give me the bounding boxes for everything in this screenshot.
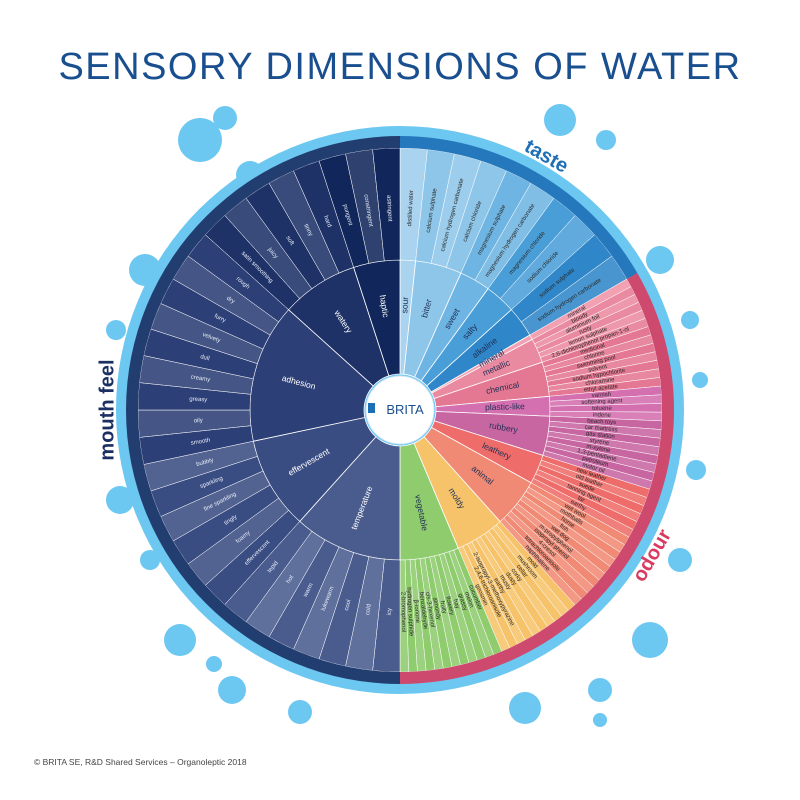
item-label: icy [387, 608, 393, 616]
group-label: plastic-like [485, 401, 525, 412]
item-label: solvent [588, 364, 608, 374]
splash-drop [106, 320, 126, 340]
item-label: tinny [302, 223, 313, 237]
item-label: hay [452, 599, 460, 610]
item-label: hydrogen sulphide [405, 587, 413, 637]
item-label: 2-bromophenol [399, 592, 406, 632]
splash-drop [288, 700, 312, 724]
item-label: ethyl acetate [584, 384, 619, 394]
splash-drop [129, 254, 161, 286]
item-label: fruity [438, 600, 447, 614]
item-label: soft [284, 235, 294, 247]
copyright-notice: © BRITA SE, R&D Shared Services – Organo… [34, 757, 247, 767]
splash-drop [106, 486, 134, 514]
item-label: beach toys [587, 418, 616, 426]
category-label: mouth feel [96, 359, 118, 460]
brand-logo: BRITA [365, 375, 435, 445]
splash-drop [686, 460, 706, 480]
splash-drop [646, 246, 674, 274]
item-label: softening agent [581, 398, 623, 406]
item-label: styrene [589, 438, 610, 447]
splash-drop [692, 372, 708, 388]
item-label: smooth [190, 438, 210, 447]
splash-drop [218, 676, 246, 704]
item-label: pungent [341, 204, 352, 227]
splash-drop [178, 118, 222, 162]
item-label: rusty [579, 325, 593, 336]
item-label: chlorine [584, 350, 606, 362]
item-label: cold [365, 604, 373, 616]
item-label: dry [225, 296, 235, 306]
splash-drop [668, 548, 692, 572]
item-label: cool [344, 599, 353, 611]
splash-drop [588, 678, 612, 702]
splash-drop [544, 104, 576, 136]
splash-drop [140, 550, 160, 570]
splash-drop [593, 713, 607, 727]
splash-drop [206, 656, 222, 672]
item-label: benzaldehyde [418, 592, 428, 630]
splash-drop [164, 624, 196, 656]
item-label: β-ionone [412, 599, 420, 624]
item-label: distilled water [407, 190, 415, 227]
item-label: chloramine [585, 377, 616, 387]
item-label: toluene [592, 406, 612, 412]
wheel-segments [126, 136, 674, 684]
item-label: bubbly [196, 458, 215, 468]
item-label: indene [593, 412, 612, 418]
item-label: melon [463, 591, 474, 608]
item-label: varnish [592, 392, 612, 399]
item-label: hot [286, 574, 296, 585]
item-label: fish [558, 523, 569, 533]
item-label: tar [577, 495, 586, 503]
group-label: sour [399, 296, 410, 313]
splash-drop [596, 130, 616, 150]
item-label: m-xylene [586, 444, 612, 455]
item-label: creamy [190, 374, 210, 383]
splash-drop [213, 106, 237, 130]
brand-text: BRITA [386, 402, 424, 417]
item-label: hard [322, 215, 332, 228]
category-band [400, 273, 674, 684]
splash-drop [632, 622, 668, 658]
item-label: flowery [444, 596, 455, 616]
item-label: dull [199, 354, 210, 362]
category-band [400, 136, 638, 279]
item-label: gas station [586, 431, 616, 441]
item-label: grassy [457, 593, 468, 612]
item-label: constringent [362, 194, 373, 228]
splash-drop [681, 311, 699, 329]
item-label: almondy [431, 597, 441, 620]
item-label: greasy [189, 397, 207, 404]
group-label: bitter [419, 298, 434, 319]
group-label: haptic [378, 294, 392, 319]
splash-drop [509, 692, 541, 724]
item-label: furry [213, 313, 226, 324]
page-title: SENSORY DIMENSIONS OF WATER [58, 46, 742, 88]
item-label: astringent [385, 195, 392, 222]
item-label: car mattress [584, 425, 617, 434]
item-label: cis-3-hexenol [424, 592, 435, 628]
item-label: oily [194, 418, 203, 424]
item-segment [372, 147, 401, 262]
